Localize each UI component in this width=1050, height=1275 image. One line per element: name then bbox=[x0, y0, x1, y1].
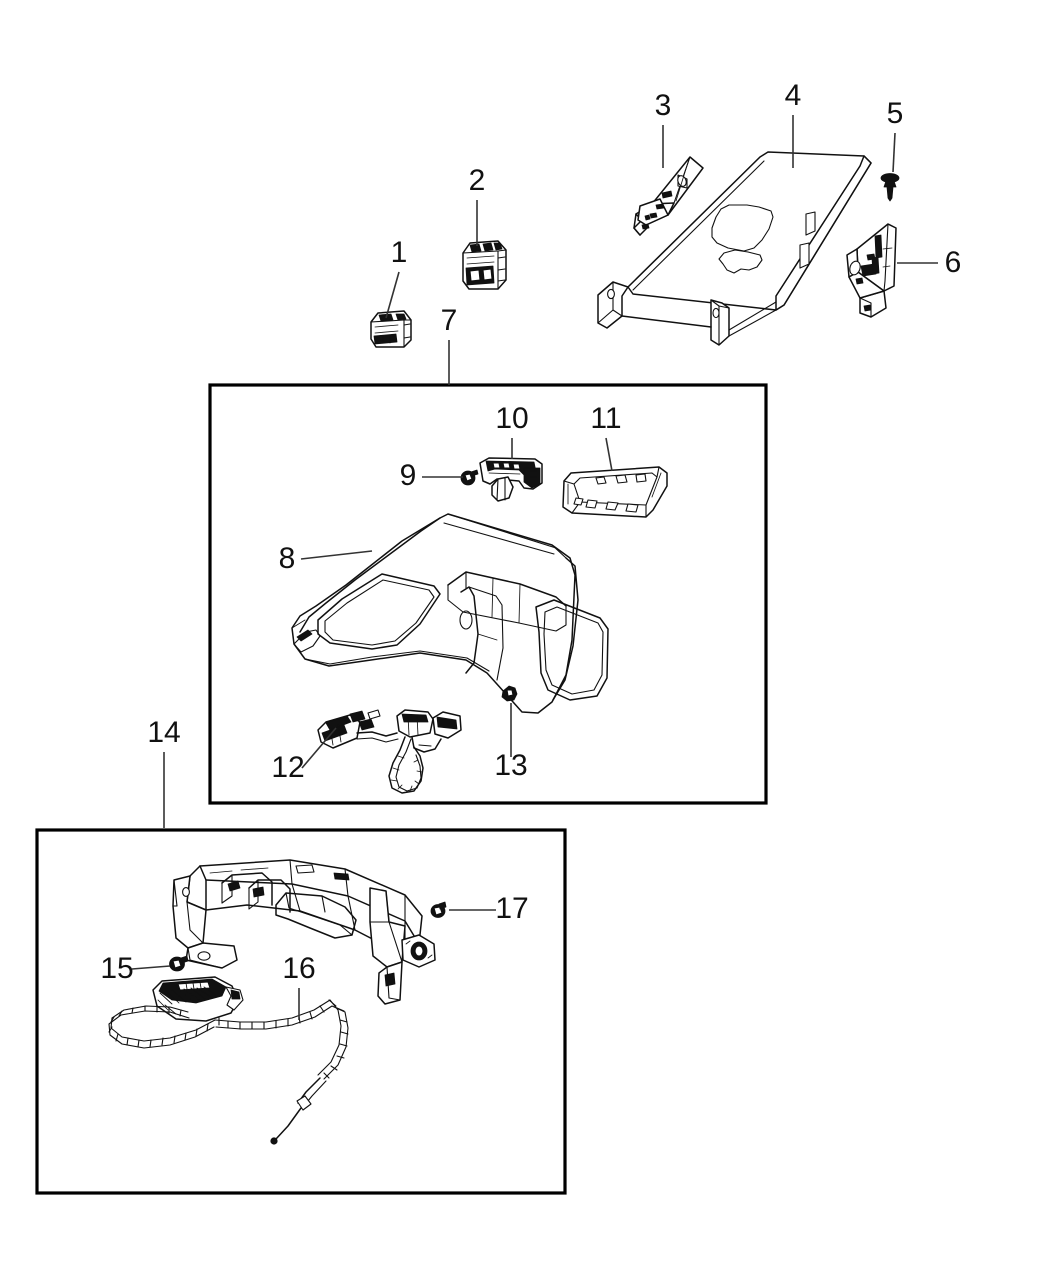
callout-8: 8 bbox=[279, 542, 296, 575]
part-armrest-frame-bracket bbox=[172, 859, 436, 1005]
callout-10: 10 bbox=[495, 402, 528, 435]
part-left-mounting-bracket bbox=[633, 156, 704, 236]
leader-15 bbox=[131, 965, 171, 970]
callout-12: 12 bbox=[271, 751, 304, 784]
callout-7: 7 bbox=[441, 304, 458, 337]
callout-2: 2 bbox=[469, 164, 486, 197]
part-latch-screw bbox=[460, 469, 479, 486]
callout-17: 17 bbox=[495, 892, 528, 925]
part-right-mounting-bracket bbox=[846, 223, 897, 318]
callout-3: 3 bbox=[655, 89, 672, 122]
part-wiring-harness bbox=[317, 709, 462, 794]
leader-5 bbox=[892, 132, 896, 173]
part-latch-striker bbox=[479, 457, 543, 502]
leader-lines bbox=[131, 115, 938, 1020]
leader-8 bbox=[300, 550, 373, 560]
callout-16: 16 bbox=[282, 952, 315, 985]
callout-14: 14 bbox=[147, 716, 180, 749]
callout-1: 1 bbox=[391, 236, 408, 269]
group-box-14 bbox=[35, 828, 567, 1195]
leader-12 bbox=[301, 727, 337, 769]
part-bracket-screw bbox=[169, 955, 189, 972]
callout-11: 11 bbox=[590, 402, 621, 435]
part-push-pin-fastener bbox=[880, 173, 900, 202]
part-retainer-clip bbox=[501, 685, 518, 702]
part-coiled-cable-harness bbox=[108, 976, 349, 1145]
group-box-7 bbox=[208, 383, 768, 805]
leader-11 bbox=[605, 437, 613, 472]
callout-15: 15 bbox=[100, 952, 133, 985]
part-switch-module bbox=[462, 240, 507, 290]
callout-6: 6 bbox=[945, 246, 962, 279]
callout-4: 4 bbox=[785, 79, 802, 112]
callout-5: 5 bbox=[887, 97, 904, 130]
part-console-tray-panel bbox=[597, 151, 872, 346]
leader-1 bbox=[385, 271, 400, 319]
part-connector-clip bbox=[370, 310, 412, 348]
part-trim-bezel bbox=[562, 466, 668, 518]
part-frame-screw bbox=[430, 901, 447, 918]
callout-9: 9 bbox=[400, 459, 417, 492]
callout-13: 13 bbox=[494, 749, 527, 782]
part-armrest-console-lid bbox=[291, 513, 609, 714]
callout-numbers: 1 2 3 4 5 6 7 8 9 10 11 12 13 14 15 16 1… bbox=[100, 79, 961, 985]
